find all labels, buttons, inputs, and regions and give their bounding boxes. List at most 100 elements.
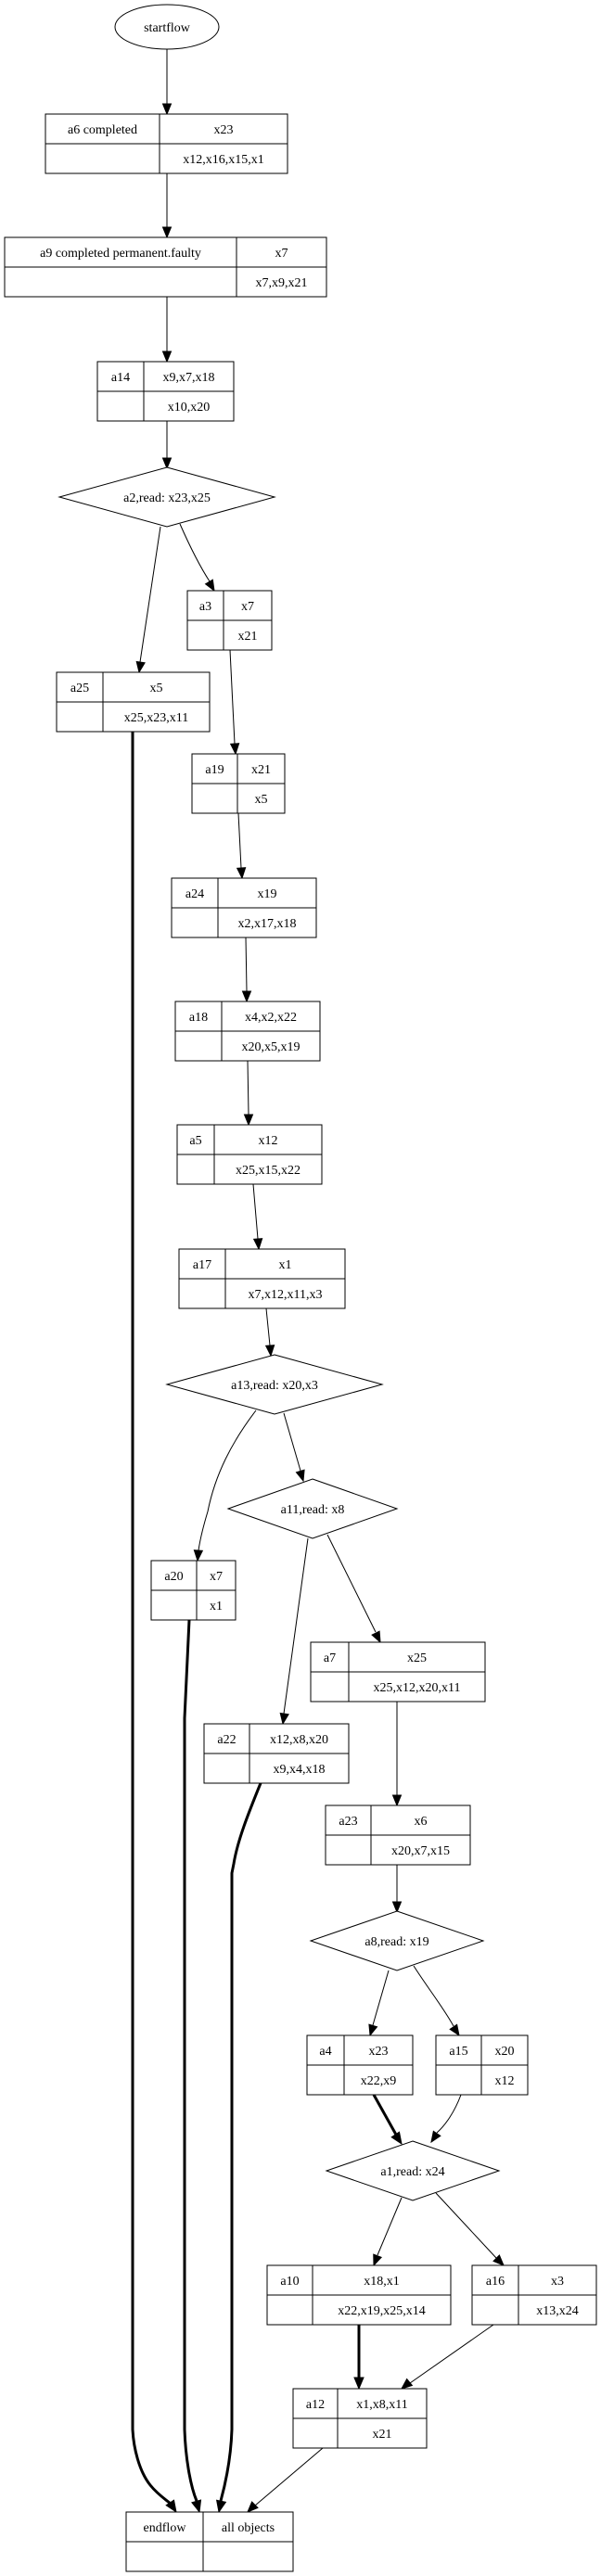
decision-label: a2,read: x23,x25 (123, 491, 211, 505)
arrowhead-icon (391, 1794, 403, 1807)
arrowhead-icon (161, 103, 173, 116)
decision-a1[interactable]: a1,read: x24 (325, 2140, 501, 2201)
record-written-vars: x23 (369, 2045, 389, 2059)
node-a20[interactable]: a20 x7 x1 (150, 1560, 237, 1621)
edge-line (265, 1307, 271, 1346)
record-read-vars: x5 (255, 793, 268, 807)
record-name: a18 (189, 1011, 208, 1025)
decision-a11[interactable]: a11,read: x8 (226, 1478, 399, 1539)
decision-diamond (226, 1478, 399, 1539)
record-written-vars: x9,x7,x18 (163, 371, 215, 385)
edge-a24-a18 (241, 937, 252, 1003)
node-a22[interactable]: a22 x12,x8,x20 x9,x4,x18 (203, 1723, 350, 1784)
edge-a1-a10 (373, 2197, 403, 2267)
decision-a13[interactable]: a13,read: x20,x3 (165, 1354, 384, 1415)
arrowhead-icon (161, 351, 173, 363)
record-written-vars: x4,x2,x22 (245, 1011, 297, 1025)
edge-line (409, 2324, 494, 2384)
record-written-vars: x21 (251, 763, 271, 777)
record-read-vars: x12 (495, 2074, 515, 2088)
decision-diamond (58, 466, 276, 528)
edge-line (372, 1970, 390, 2026)
edge-a7-a23 (391, 1702, 403, 1807)
record-name: a23 (339, 1815, 357, 1829)
arrowhead-icon (247, 2501, 259, 2513)
edge-line (183, 1619, 198, 2502)
decision-a2[interactable]: a2,read: x23,x25 (58, 466, 276, 528)
record-name: a20 (164, 1570, 183, 1584)
arrowhead-icon (373, 2253, 383, 2267)
record-read-vars: x1 (210, 1600, 223, 1613)
edge-a18-a5 (243, 1060, 254, 1127)
record-written-vars: x25 (407, 1651, 427, 1665)
record-name: endflow (144, 2521, 187, 2535)
edge-line (219, 1782, 262, 2502)
edge-a6-a9 (161, 173, 173, 239)
arrowhead-icon (215, 2499, 227, 2514)
edge-a9-a14 (161, 297, 173, 363)
edge-a2-a3 (179, 523, 215, 593)
arrowhead-icon (243, 1114, 254, 1127)
record-read-vars: x22,x9 (361, 2074, 397, 2088)
arrowhead-icon (430, 2130, 441, 2144)
record-name: a22 (217, 1733, 236, 1747)
arrowhead-icon (368, 2023, 378, 2037)
node-startflow[interactable]: startflow (114, 4, 220, 50)
record-written-vars: x23 (214, 123, 234, 137)
edge-a3-a19 (229, 649, 240, 756)
record-read-vars: x7,x9,x21 (256, 276, 308, 290)
decision-a8[interactable]: a8,read: x19 (309, 1910, 485, 1971)
arrowhead-icon (264, 1345, 275, 1358)
edge-line (179, 523, 211, 582)
record-read-vars: x9,x4,x18 (274, 1763, 326, 1777)
edge-a11-a7 (326, 1534, 381, 1644)
record-written-vars: x6 (415, 1815, 428, 1829)
edge-line (413, 1965, 454, 2027)
edge-line (254, 2447, 324, 2506)
record-written-vars: x7 (210, 1570, 223, 1584)
edge-a17-a13 (264, 1307, 275, 1358)
decision-diamond (309, 1910, 485, 1971)
edge-a8-a4 (368, 1970, 390, 2037)
record-read-vars: x12,x16,x15,x1 (183, 153, 264, 167)
edge-line (435, 2192, 497, 2259)
record-name: a10 (280, 2275, 299, 2289)
record-name: a7 (324, 1651, 336, 1665)
arrowhead-icon (135, 660, 146, 674)
record-written-vars: x7 (241, 600, 254, 614)
edge-a13-a20 (193, 1409, 257, 1562)
edge-a4-a1 (372, 2094, 403, 2146)
edge-startflow-a6 (161, 49, 173, 116)
record-read-vars: x13,x24 (536, 2304, 579, 2318)
edge-line (139, 526, 161, 663)
record-name: a5 (189, 1134, 201, 1148)
decision-label: a13,read: x20,x3 (231, 1379, 318, 1393)
edge-a15-a1 (430, 2094, 462, 2144)
record-written-vars: x12,x8,x20 (270, 1733, 328, 1747)
start-ellipse (114, 4, 220, 50)
edge-line (283, 1537, 309, 1715)
decision-label: a11,read: x8 (281, 1503, 345, 1517)
record-name: a24 (185, 887, 204, 901)
record-name: a3 (199, 600, 211, 614)
